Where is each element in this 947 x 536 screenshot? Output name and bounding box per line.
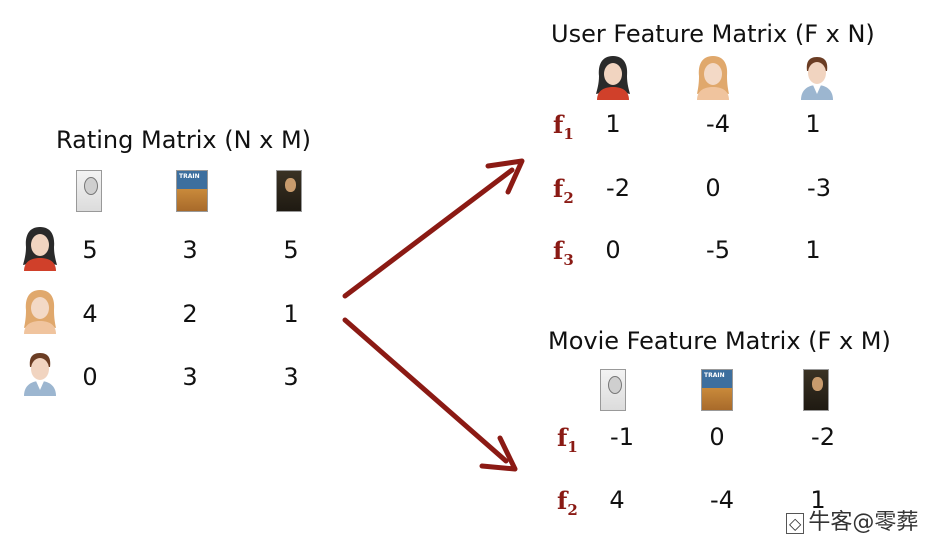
rating-matrix-title: Rating Matrix (N x M) xyxy=(56,126,312,154)
feature-label-f3: f3 xyxy=(553,236,574,269)
rating-cell: 3 xyxy=(283,363,299,391)
user-feature-cell: -4 xyxy=(706,110,730,138)
feature-label-f1: f1 xyxy=(553,110,574,143)
rating-cell: 4 xyxy=(82,300,98,328)
user-feature-cell: 1 xyxy=(605,110,621,138)
movie-poster-train-icon xyxy=(176,170,208,212)
user-feature-matrix-title: User Feature Matrix (F x N) xyxy=(551,20,875,48)
rating-cell: 5 xyxy=(283,236,299,264)
rating-cell: 1 xyxy=(283,300,299,328)
movie-poster-black-swan-icon xyxy=(76,170,102,212)
movie-feature-cell: 1 xyxy=(810,486,826,514)
user-feature-cell: -2 xyxy=(606,174,630,202)
feature-label-f2: f2 xyxy=(553,174,574,207)
feature-label-f1: f1 xyxy=(557,423,578,456)
movie-feature-matrix-title: Movie Feature Matrix (F x M) xyxy=(548,327,891,355)
rating-cell: 2 xyxy=(182,300,198,328)
movie-feature-cell: 4 xyxy=(609,486,625,514)
arrow-to-user-matrix xyxy=(342,167,515,299)
user-feature-cell: 0 xyxy=(705,174,721,202)
watermark-logo-icon: ◇ xyxy=(786,513,805,534)
movie-poster-dark-icon xyxy=(803,369,829,411)
movie-feature-cell: -1 xyxy=(610,423,634,451)
movie-feature-cell: 0 xyxy=(709,423,725,451)
arrowhead-movie xyxy=(479,435,518,472)
movie-poster-train-icon xyxy=(701,369,733,411)
movie-poster-black-swan-icon xyxy=(600,369,626,411)
user-man-icon xyxy=(797,54,837,100)
movie-feature-cell: -2 xyxy=(811,423,835,451)
user-dark-hair-woman-icon xyxy=(593,54,633,100)
movie-poster-dark-icon xyxy=(276,170,302,212)
rating-cell: 5 xyxy=(82,236,98,264)
user-blonde-woman-icon xyxy=(693,54,733,100)
arrow-to-movie-matrix xyxy=(342,317,509,464)
rating-cell: 3 xyxy=(182,363,198,391)
user-feature-cell: 0 xyxy=(605,236,621,264)
watermark: ◇牛客@零葬 xyxy=(786,504,918,536)
feature-label-f2: f2 xyxy=(557,486,578,519)
rating-cell: 0 xyxy=(82,363,98,391)
arrowhead-user xyxy=(485,158,525,195)
user-feature-cell: -3 xyxy=(807,174,831,202)
user-feature-cell: 1 xyxy=(805,110,821,138)
rating-cell: 3 xyxy=(182,236,198,264)
movie-feature-cell: -4 xyxy=(710,486,734,514)
watermark-text: 牛客@零葬 xyxy=(808,510,919,535)
user-feature-cell: -5 xyxy=(706,236,730,264)
user-feature-cell: 1 xyxy=(805,236,821,264)
